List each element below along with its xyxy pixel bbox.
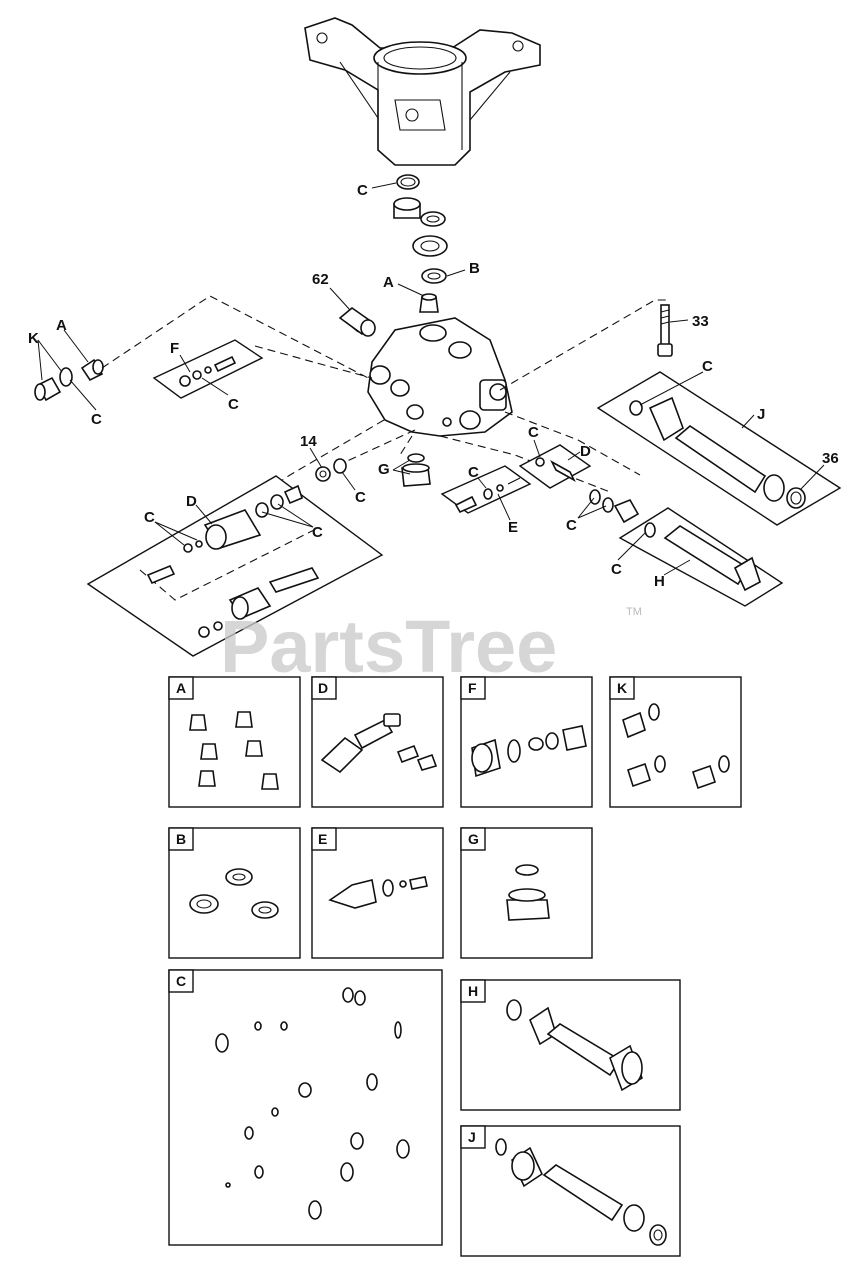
kit-f-assembly xyxy=(152,339,264,399)
plug-g xyxy=(401,453,431,487)
callout-a-top: A xyxy=(383,274,394,291)
callout-j-kit: J xyxy=(757,406,765,423)
callout-d-small: D xyxy=(580,443,591,460)
kit-panel-d: D xyxy=(311,676,444,808)
callout-h-kit: H xyxy=(654,573,665,590)
callout-labels: C B A 62 33 A K C F C C J 36 14 C G C E … xyxy=(28,182,839,590)
kit-panel-a: A xyxy=(168,676,301,808)
kit-h-assembly xyxy=(618,507,784,607)
callout-e-kit: E xyxy=(508,519,518,536)
bolt-33 xyxy=(657,304,673,357)
callout-c-e: C xyxy=(468,464,479,481)
kit-j-label: J xyxy=(468,1129,476,1145)
callout-f-kit: F xyxy=(170,340,179,357)
kit-a-label: A xyxy=(176,680,186,696)
callout-c-left: C xyxy=(91,411,102,428)
callout-c-h1: C xyxy=(566,517,577,534)
callout-c-right: C xyxy=(702,358,713,375)
h-inlet-seals xyxy=(589,489,640,524)
kit-d-small-assembly xyxy=(518,444,592,489)
callout-62: 62 xyxy=(312,271,329,288)
kit-d-large-assembly xyxy=(86,475,384,657)
kit-h-label: H xyxy=(468,983,478,999)
callout-d-left: D xyxy=(186,493,197,510)
check-valve-a xyxy=(419,293,439,313)
callout-36: 36 xyxy=(822,450,839,467)
kit-b-label: B xyxy=(176,831,186,847)
callout-c-d2: C xyxy=(312,524,323,541)
callout-33: 33 xyxy=(692,313,709,330)
kit-e-assembly xyxy=(440,465,532,514)
pump-housing xyxy=(304,17,541,166)
callout-c-h2: C xyxy=(611,561,622,578)
callout-a-left: A xyxy=(56,317,67,334)
watermark-trademark: TM xyxy=(626,606,642,618)
watermark: PartsTree xyxy=(220,605,557,688)
piston-seal-stack xyxy=(393,174,448,284)
kit-panel-j: J xyxy=(460,1125,681,1257)
outlet-fitting-k xyxy=(34,358,104,402)
callout-c-top: C xyxy=(357,182,368,199)
kit-panel-e: E xyxy=(311,827,444,959)
kit-panel-k: K xyxy=(609,676,742,808)
kit-f-label: F xyxy=(468,680,477,696)
kit-panel-g: G xyxy=(460,827,593,959)
callout-leaders xyxy=(37,182,825,576)
kit-c-o-rings xyxy=(215,987,410,1220)
callout-c-f: C xyxy=(228,396,239,413)
kit-g-label: G xyxy=(468,831,479,847)
callout-c-d-small: C xyxy=(528,424,539,441)
kit-j-assembly xyxy=(596,371,842,526)
unloader-62 xyxy=(338,306,376,337)
callout-g-mid: G xyxy=(378,461,390,478)
callout-b-top: B xyxy=(469,260,480,277)
callout-c-14: C xyxy=(355,489,366,506)
kit-d-label: D xyxy=(318,680,328,696)
kit-panel-h: H xyxy=(460,979,681,1111)
kit-panel-f: F xyxy=(460,676,593,808)
kit-k-label: K xyxy=(617,680,627,696)
callout-14: 14 xyxy=(300,433,317,450)
kit-e-label: E xyxy=(318,831,327,847)
kit-panel-c: C xyxy=(168,969,443,1246)
kit-a-valves xyxy=(189,711,279,790)
kit-c-label: C xyxy=(176,973,186,989)
callout-c-d1: C xyxy=(144,509,155,526)
pump-manifold xyxy=(367,317,513,437)
callout-k-left: K xyxy=(28,330,39,347)
kit-panel-b: B xyxy=(168,827,301,959)
plug-14 xyxy=(315,458,347,482)
